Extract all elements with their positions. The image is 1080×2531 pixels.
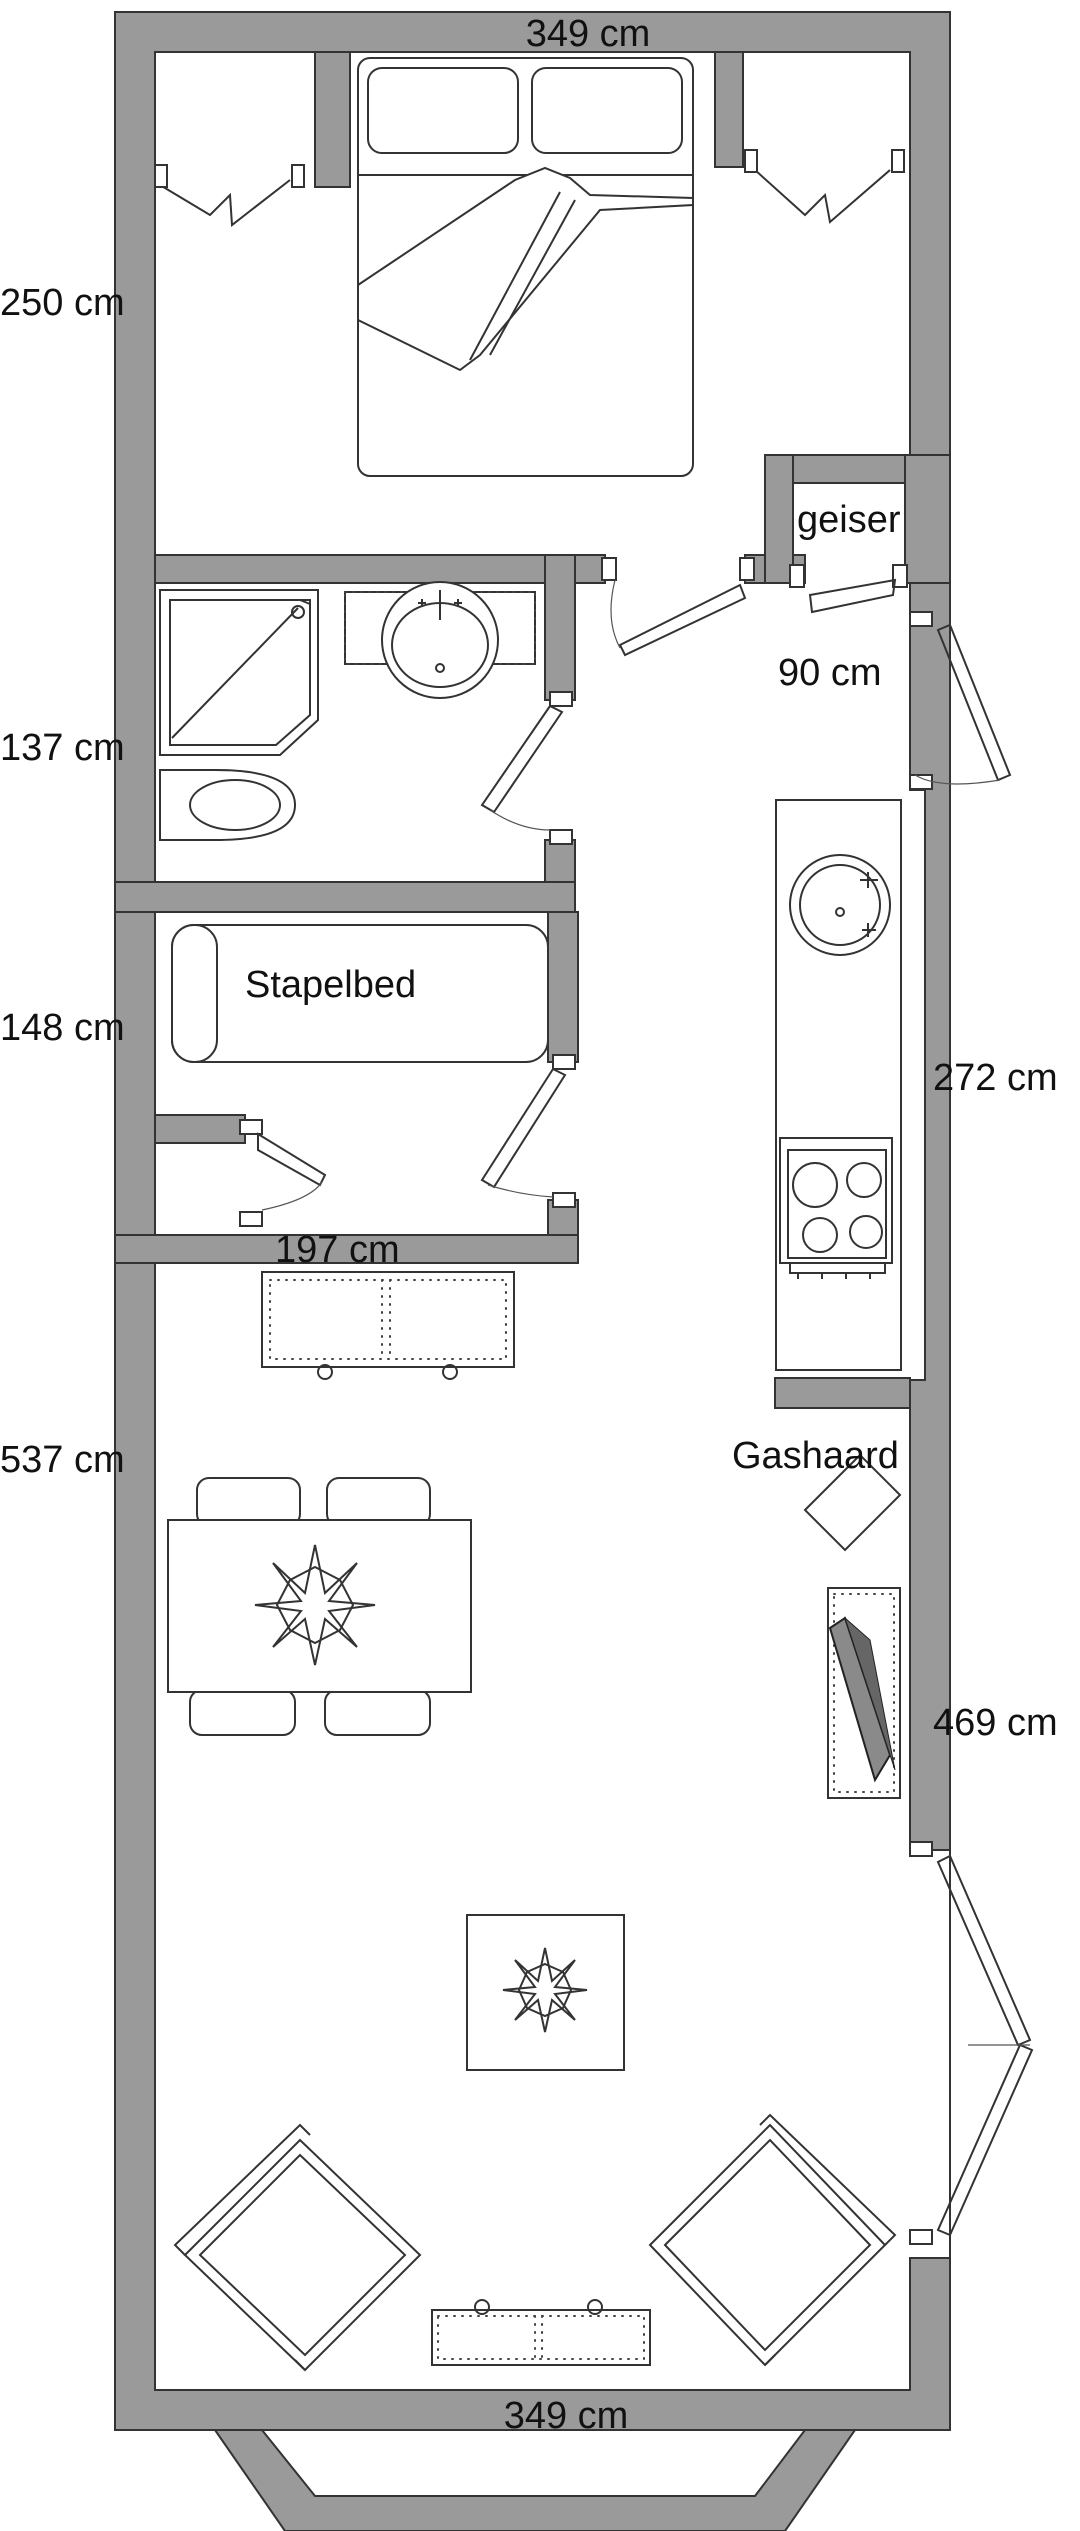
bedroom (154, 57, 908, 657)
bedroom-door (601, 557, 755, 657)
dimension-bunk-room-width: 197 cm (275, 1229, 400, 1271)
armchair-left (173, 2123, 422, 2372)
wall-kitchen-ledge (774, 1377, 911, 1409)
wall-bunk-closet (154, 1114, 246, 1144)
bunk-closet-door (239, 1119, 327, 1227)
low-cabinet (431, 2299, 651, 2366)
labels: 349 cm 250 cm geiser 90 cm 137 cm Stapel… (0, 13, 1058, 2437)
kitchen (775, 799, 902, 1371)
dimension-bottom-width: 349 cm (504, 2395, 629, 2437)
shower (159, 589, 319, 756)
living-room (167, 1271, 1034, 2372)
tv-cabinet (827, 1587, 901, 1799)
wall-wardrobe-left (314, 51, 351, 188)
coffee-table (466, 1914, 625, 2071)
wardrobe-door-left (154, 164, 305, 227)
geiser-door (789, 564, 908, 614)
kitchen-sink (789, 854, 891, 956)
outer-wall-frame (114, 11, 951, 2431)
bathroom-door (480, 691, 573, 845)
dimension-bunk-room-depth: 148 cm (0, 1007, 125, 1049)
wardrobe-door-right (744, 149, 905, 224)
entrance-door (909, 611, 1012, 790)
bunk-room (171, 924, 576, 1227)
label-geiser: geiser (797, 499, 901, 541)
wall-wardrobe-right (714, 51, 744, 168)
dimension-living-depth: 537 cm (0, 1439, 125, 1481)
wall-bath-bunk (114, 881, 576, 913)
double-bed (357, 57, 694, 477)
dining-table (167, 1477, 472, 1736)
outer-walls (114, 11, 951, 2531)
dimension-kitchen-length: 272 cm (933, 1057, 1058, 1099)
wall-bedroom-bath (154, 554, 606, 584)
wall-geiser-left (764, 454, 794, 584)
dimension-bedroom-depth: 250 cm (0, 282, 125, 324)
label-stapelbed: Stapelbed (245, 964, 416, 1006)
stove (779, 1137, 893, 1279)
bay-window (213, 2429, 857, 2531)
wall-bunk-bottom (114, 1234, 579, 1264)
dimension-bathroom-depth: 137 cm (0, 727, 125, 769)
dimension-door-width: 90 cm (778, 652, 881, 694)
bathroom-sink (344, 581, 536, 699)
armchair-right (648, 2113, 897, 2367)
garden-door (909, 1841, 1034, 2245)
wall-geiser-right (904, 454, 951, 584)
wall-bunk-right-top (547, 911, 579, 1063)
label-gashaard: Gashaard (732, 1435, 899, 1477)
dimension-living-right-length: 469 cm (933, 1702, 1058, 1744)
bunk-room-door (480, 1054, 576, 1208)
wall-bath-right-top (544, 554, 576, 701)
toilet (159, 769, 297, 841)
bathroom (159, 581, 573, 845)
gas-heater (803, 1453, 902, 1552)
sideboard (261, 1271, 515, 1380)
dimension-top-width: 349 cm (526, 13, 651, 55)
interior-walls (114, 51, 951, 1409)
bunk-bed (171, 924, 549, 1063)
